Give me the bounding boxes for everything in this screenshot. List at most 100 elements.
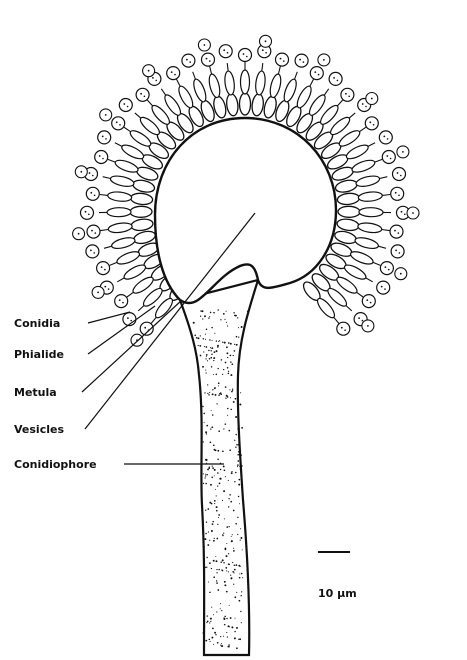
stipple-dot <box>231 472 233 474</box>
stipple-dot <box>231 536 232 537</box>
conidium-dot <box>381 286 383 288</box>
stipple-dot <box>217 345 219 347</box>
phialide-cell <box>357 222 382 234</box>
stipple-dot <box>231 471 232 472</box>
vesicle <box>155 118 336 303</box>
stipple-dot <box>205 339 206 340</box>
stipple-dot <box>225 398 226 399</box>
stipple-dot <box>239 573 240 574</box>
conidium <box>377 281 390 294</box>
conidium-dot <box>387 138 389 140</box>
conidium-dot <box>323 59 325 61</box>
conidium-dot <box>246 56 248 58</box>
stipple-dot <box>210 641 211 642</box>
conidium-dot <box>155 80 157 82</box>
stipple-dot <box>229 626 230 627</box>
phialide-cell <box>207 73 222 98</box>
conidium <box>310 67 323 80</box>
stipple-dot <box>207 384 208 385</box>
stipple-dot <box>233 401 235 403</box>
conidium-dot <box>127 317 129 319</box>
stipple-dot <box>211 476 213 478</box>
stipple-dot <box>224 342 226 344</box>
stipple-dot <box>205 510 206 511</box>
stipple-dot <box>207 544 209 546</box>
conidium-dot <box>397 172 399 174</box>
stipple-dot <box>240 611 241 612</box>
conidium-dot <box>395 250 397 252</box>
stipple-dot <box>213 560 215 562</box>
stipple-dot <box>237 454 239 456</box>
stipple-dot <box>230 343 232 345</box>
stipple-dot <box>226 632 227 633</box>
stipple-dot <box>213 360 214 361</box>
stipple-dot <box>204 422 205 423</box>
conidium-dot <box>93 252 95 254</box>
stipple-dot <box>211 568 212 569</box>
label-vesicles: Vesicles <box>14 423 64 436</box>
conidium-dot <box>95 232 97 234</box>
stipple-dot <box>247 310 249 312</box>
stipple-dot <box>241 427 243 429</box>
stipple-dot <box>203 351 204 352</box>
conidium-dot <box>102 158 104 160</box>
conidium-dot <box>400 273 402 275</box>
conidium-dot <box>152 77 154 79</box>
conidium-dot <box>140 93 142 95</box>
phialide-neck <box>127 292 133 297</box>
stipple-dot <box>212 628 214 630</box>
conidium-dot <box>318 74 320 76</box>
stipple-dot <box>212 340 213 341</box>
stipple-dot <box>198 345 199 346</box>
metula-cell <box>251 93 265 116</box>
stipple-dot <box>239 503 240 504</box>
stipple-dot <box>210 618 212 620</box>
metula-cell <box>130 192 153 205</box>
conidium-dot <box>265 40 267 42</box>
stipple-dot <box>235 315 237 317</box>
stipple-dot <box>240 540 241 541</box>
stipple-dot <box>216 572 217 573</box>
stipple-dot <box>205 431 207 433</box>
conidium-dot <box>119 124 121 126</box>
conidium-dot <box>243 53 245 55</box>
conidium-dot <box>398 195 400 197</box>
phialide-cell <box>351 158 377 175</box>
stipple-dot <box>240 392 241 393</box>
stipple-dot <box>228 343 229 344</box>
stipple-dot <box>208 531 209 532</box>
stipple-dot <box>218 569 220 571</box>
stipple-dot <box>216 580 217 581</box>
stipple-dot <box>237 428 239 430</box>
stipple-dot <box>234 564 236 566</box>
stipple-dot <box>211 607 212 608</box>
stipple-dot <box>224 581 226 583</box>
stipple-dot <box>238 479 240 481</box>
stipple-dot <box>205 459 207 461</box>
conidium-dot <box>404 214 406 216</box>
conidium-dot <box>186 59 188 61</box>
stipple-dot <box>204 598 205 599</box>
conidium-dot <box>88 214 90 216</box>
phialide-neck <box>359 127 366 132</box>
phialide-cell <box>241 70 250 94</box>
stipple-dot <box>238 451 240 453</box>
phialide-neck <box>110 262 117 265</box>
stipple-dot <box>238 496 239 497</box>
stipple-dot <box>212 414 214 416</box>
conidium-dot <box>345 93 347 95</box>
conidium-dot <box>116 121 118 123</box>
conidiophore-stalk <box>180 280 258 655</box>
conidium <box>391 245 404 258</box>
phialide-neck <box>161 89 166 96</box>
stipple-dot <box>222 374 223 375</box>
stipple-dot <box>217 524 218 525</box>
stipple-dot <box>214 469 216 471</box>
stipple-dot <box>217 472 219 474</box>
conidium <box>295 54 308 67</box>
scale-bar-label: 10 µm <box>318 587 357 600</box>
conidium-dot <box>108 288 110 290</box>
stipple-dot <box>209 358 211 360</box>
stipple-dot <box>234 481 235 482</box>
conidium-dot <box>367 325 369 327</box>
